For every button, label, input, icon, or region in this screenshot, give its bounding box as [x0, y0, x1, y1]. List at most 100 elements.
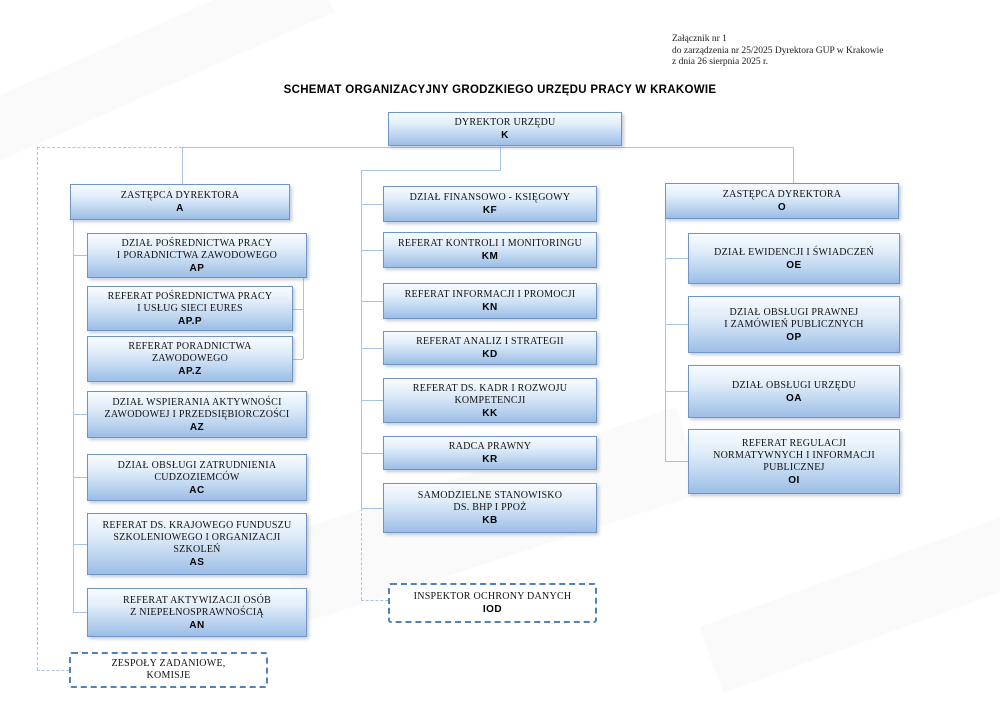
connector-dotted-to-iod — [361, 508, 362, 600]
watermark-band — [699, 497, 1000, 693]
connector-stub-app — [293, 309, 303, 310]
org-box-title: REFERAT DS. KRAJOWEGO FUNDUSZU SZKOLENIO… — [102, 520, 292, 555]
connector-director-stub — [500, 146, 501, 171]
org-box-code: KR — [482, 454, 498, 465]
connector-stub-ap — [73, 255, 87, 256]
connector-ap-children-bracket — [303, 278, 304, 359]
org-box-code: OI — [788, 474, 800, 486]
org-box-title: REFERAT PORADNICTWA ZAWODOWEGO — [128, 341, 252, 364]
connector-stub-op — [665, 324, 688, 325]
org-box-title: ZESPOŁY ZADANIOWE, KOMISJE — [111, 658, 226, 681]
org-box-title: SAMODZIELNE STANOWISKO DS. BHP I PPOŻ — [417, 490, 563, 513]
org-box-oi: REFERAT REGULACJI NORMATYWNYCH I INFORMA… — [688, 429, 900, 494]
connector-middle-spine — [361, 170, 362, 508]
attachment-note: Załącznik nr 1 do zarządzenia nr 25/2025… — [672, 34, 884, 67]
connector-stub-km — [361, 250, 383, 251]
org-box-apz: REFERAT PORADNICTWA ZAWODOWEGO AP.Z — [87, 336, 293, 382]
org-box-oa: DZIAŁ OBSŁUGI URZĘDU OA — [688, 365, 900, 418]
org-box-title: REFERAT ANALIZ I STRATEGII — [416, 336, 564, 347]
org-box-code: OA — [786, 392, 802, 404]
org-box-kd: REFERAT ANALIZ I STRATEGII KD — [383, 331, 597, 365]
connector-dotted-left-edge — [37, 147, 38, 670]
org-box-title: REFERAT REGULACJI NORMATYWNYCH I INFORMA… — [713, 437, 875, 473]
connector-stub-apz — [293, 359, 303, 360]
org-box-code: AN — [189, 619, 205, 631]
org-box-title: RADCA PRAWNY — [448, 441, 532, 452]
org-box-kr: RADCA PRAWNY KR — [383, 436, 597, 470]
connector-dotted-iod-stub — [361, 600, 388, 601]
org-box-title: DZIAŁ EWIDENCJI I ŚWIADCZEŃ — [714, 246, 874, 258]
org-box-code: OP — [786, 331, 802, 343]
org-box-title: INSPEKTOR OCHRONY DANYCH — [413, 591, 572, 602]
connector-stub-kk — [361, 400, 383, 401]
org-box-km: REFERAT KONTROLI I MONITORINGU KM — [383, 232, 597, 268]
connector-stub-as — [73, 544, 87, 545]
connector-dotted-top-left — [37, 147, 182, 148]
org-box-kk: REFERAT DS. KADR I ROZWOJU KOMPETENCJI K… — [383, 378, 597, 423]
org-box-ap: DZIAŁ POŚREDNICTWA PRACY I PORADNICTWA Z… — [87, 233, 307, 278]
org-box-code: KM — [481, 251, 499, 262]
connector-stub-kb — [361, 508, 383, 509]
org-box-title: ZASTĘPCA DYREKTORA — [722, 189, 842, 200]
org-box-title: DZIAŁ FINANSOWO - KSIĘGOWY — [409, 192, 571, 203]
org-box-code: AP.Z — [178, 366, 202, 377]
org-box-k: DYREKTOR URZĘDU K — [388, 112, 622, 146]
connector-stub-oe — [665, 258, 688, 259]
org-box-code: AP — [189, 262, 205, 274]
org-box-a: ZASTĘPCA DYREKTORA A — [70, 184, 290, 220]
org-box-code: KK — [482, 407, 498, 419]
org-box-title: REFERAT AKTYWIZACJI OSÓB Z NIEPEŁNOSPRAW… — [122, 594, 272, 618]
org-box-title: DZIAŁ OBSŁUGI ZATRUDNIENIA CUDZOZIEMCÓW — [117, 459, 277, 483]
connector-stub-kn — [361, 301, 383, 302]
connector-stub-ac — [73, 477, 87, 478]
org-box-ac: DZIAŁ OBSŁUGI ZATRUDNIENIA CUDZOZIEMCÓW … — [87, 454, 307, 501]
connector-right-spine — [665, 219, 666, 461]
org-box-code: KN — [482, 302, 498, 313]
org-box-title: DZIAŁ OBSŁUGI URZĘDU — [732, 379, 856, 391]
org-box-code: KB — [482, 515, 498, 526]
connector-stub-kr — [361, 453, 383, 454]
connector-stub-an — [73, 612, 87, 613]
connector-stub-kd — [361, 348, 383, 349]
connector-left-spine — [73, 220, 74, 612]
org-box-title: DZIAŁ WSPIERANIA AKTYWNOŚCI ZAWODOWEJ I … — [104, 396, 290, 420]
org-box-az: DZIAŁ WSPIERANIA AKTYWNOŚCI ZAWODOWEJ I … — [87, 391, 307, 438]
connector-stub-oi — [665, 461, 688, 462]
page-title: SCHEMAT ORGANIZACYJNY GRODZKIEGO URZĘDU … — [283, 84, 717, 96]
org-box-code: OE — [786, 259, 802, 271]
org-box-code: A — [176, 203, 184, 214]
connector-middle-elbow — [361, 170, 500, 171]
org-box-code: K — [501, 130, 509, 141]
org-box-title: DZIAŁ OBSŁUGI PRAWNEJ I ZAMÓWIEŃ PUBLICZ… — [724, 306, 864, 330]
org-box-code: AS — [189, 557, 205, 568]
connector-to-deputy-a — [182, 147, 183, 184]
connector-stub-kf — [361, 204, 383, 205]
org-box-code: AC — [189, 484, 205, 496]
org-box-an: REFERAT AKTYWIZACJI OSÓB Z NIEPEŁNOSPRAW… — [87, 588, 307, 637]
connector-top-horizontal — [182, 147, 793, 148]
connector-to-deputy-o — [793, 147, 794, 183]
org-box-op: DZIAŁ OBSŁUGI PRAWNEJ I ZAMÓWIEŃ PUBLICZ… — [688, 296, 900, 353]
org-box-title: REFERAT POŚREDNICTWA PRACY I USŁUG SIECI… — [107, 290, 273, 314]
connector-dotted-zespoly-stub — [37, 670, 69, 671]
connector-stub-oa — [665, 391, 688, 392]
org-box-title: REFERAT DS. KADR I ROZWOJU KOMPETENCJI — [412, 382, 568, 406]
org-box-as: REFERAT DS. KRAJOWEGO FUNDUSZU SZKOLENIO… — [87, 513, 307, 575]
org-box-title: REFERAT INFORMACJI I PROMOCJI — [404, 289, 576, 300]
org-box-kb: SAMODZIELNE STANOWISKO DS. BHP I PPOŻ KB — [383, 483, 597, 533]
org-box-code: KD — [482, 349, 498, 360]
org-box-kf: DZIAŁ FINANSOWO - KSIĘGOWY KF — [383, 186, 597, 222]
org-box-app: REFERAT POŚREDNICTWA PRACY I USŁUG SIECI… — [87, 286, 293, 331]
org-box-code: O — [777, 202, 787, 213]
org-box-title: REFERAT KONTROLI I MONITORINGU — [397, 238, 583, 249]
org-box-code: AP.P — [177, 315, 203, 327]
connector-stub-az — [73, 414, 87, 415]
org-box-title: DZIAŁ POŚREDNICTWA PRACY I PORADNICTWA Z… — [116, 237, 278, 261]
org-box-zespoly: ZESPOŁY ZADANIOWE, KOMISJE — [69, 652, 268, 688]
org-box-title: DYREKTOR URZĘDU — [454, 117, 556, 128]
org-box-o: ZASTĘPCA DYREKTORA O — [665, 183, 899, 219]
org-box-iod: INSPEKTOR OCHRONY DANYCH IOD — [388, 583, 597, 623]
org-box-code: AZ — [189, 421, 205, 433]
org-box-code: IOD — [482, 604, 503, 615]
